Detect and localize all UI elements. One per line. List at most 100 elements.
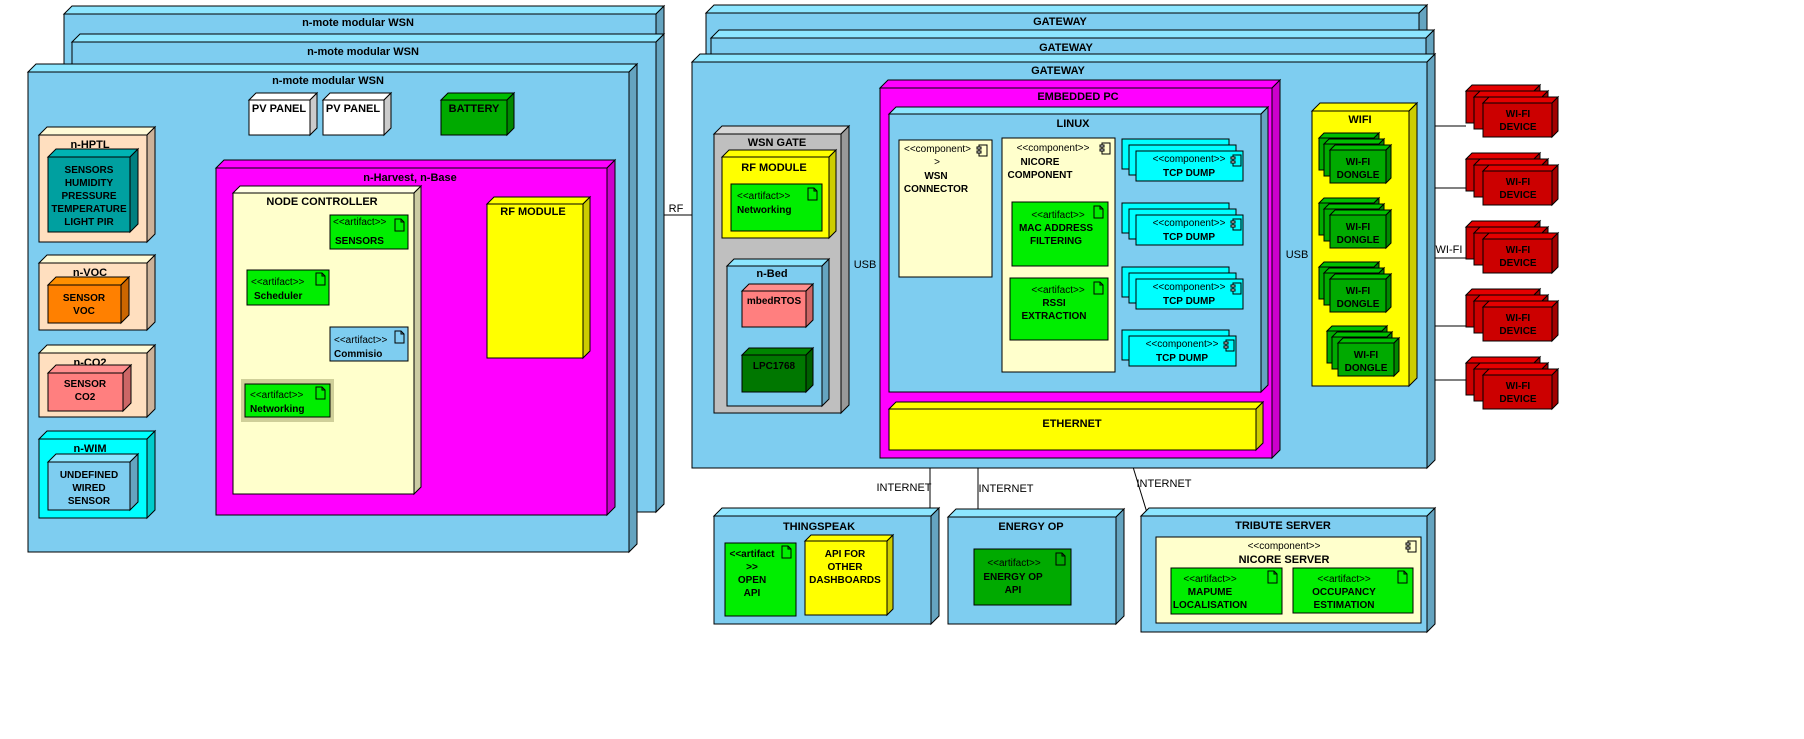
mbedrtos-box: [740, 282, 815, 329]
component-tag: <<component>>: [1153, 218, 1226, 229]
artifact-tag: <<artifact>>: [333, 217, 387, 228]
artifact-tag: <<artifact>>: [334, 335, 388, 346]
artifact-icon: [1093, 281, 1104, 295]
hptl-sensors-line: HUMIDITY: [65, 178, 114, 189]
wsn-title: n-mote modular WSN: [272, 75, 384, 87]
api-dashboards-label-line: DASHBOARDS: [809, 575, 881, 586]
wifi-dongle-label-line: WI-FI: [1346, 286, 1371, 297]
tcp-dump-label: TCP DUMP: [1163, 296, 1215, 307]
mac-filtering-name-line: MAC ADDRESS: [1019, 223, 1093, 234]
n-hptl-title: n-HPTL: [70, 139, 109, 151]
artifact-tag: <<artifact>>: [1317, 574, 1371, 585]
artifact-icon: [1397, 570, 1408, 584]
artifact-gate-networking: [730, 183, 823, 232]
artifact-tag: <<artifact>>: [251, 277, 305, 288]
wifi-device: [1481, 95, 1560, 139]
api-dashboards-label-line: API FOR: [825, 549, 866, 560]
wifi-device-label-line: WI-FI: [1506, 245, 1531, 256]
artifact-icon: [1093, 205, 1104, 219]
artifact-networking-label: Networking: [250, 404, 304, 415]
component-icon: [1230, 154, 1242, 167]
energy-op-label-line: ENERGY OP: [983, 572, 1043, 583]
wsn-back-title: n-mote modular WSN: [302, 17, 414, 29]
tcp-dump-component: [1135, 214, 1244, 246]
component-icon: [1223, 339, 1235, 352]
wifi-dongle-label-line: WI-FI: [1346, 222, 1371, 233]
hptl-sensors-line: TEMPERATURE: [51, 204, 127, 215]
pv-panel-2: [321, 91, 393, 137]
gateway-back-title: GATEWAY: [1039, 42, 1093, 54]
lpc1768-label: LPC1768: [753, 361, 796, 372]
wifi-device: [1481, 367, 1560, 411]
wifi-link-label: WI-FI: [1436, 244, 1463, 256]
component-tag: <<component>>: [1153, 154, 1226, 165]
wifi-device: [1481, 231, 1560, 275]
artifact-scheduler-label: Scheduler: [254, 291, 302, 302]
artifact-occupancy: [1292, 567, 1414, 614]
harvest-title: n-Harvest, n-Base: [363, 172, 457, 184]
pv-panel-label: PV PANEL: [326, 103, 380, 115]
artifact-icon: [781, 545, 792, 559]
wsn-gate-title: WSN GATE: [748, 137, 806, 149]
open-api-label-line: >>: [746, 562, 758, 573]
wifi-device-label-line: DEVICE: [1499, 258, 1537, 269]
n-bed-title: n-Bed: [756, 268, 787, 280]
wifi-device-label-line: DEVICE: [1499, 122, 1537, 133]
pv-panel-1: [247, 91, 319, 137]
wifi-device-label-line: DEVICE: [1499, 326, 1537, 337]
wifi-device-label-line: WI-FI: [1506, 109, 1531, 120]
battery-label: BATTERY: [449, 103, 500, 115]
gateway-title: GATEWAY: [1031, 65, 1085, 77]
artifact-commisio-label: Commisio: [334, 349, 382, 360]
component-icon: [1405, 540, 1417, 553]
hptl-sensors-line: LIGHT PIR: [64, 217, 114, 228]
voc-sensor-line: SENSOR: [63, 293, 106, 304]
artifact-rssi: [1009, 277, 1109, 341]
nicore-name-line: COMPONENT: [1008, 170, 1073, 181]
wifi-dongle-label-line: DONGLE: [1337, 170, 1380, 181]
linux-title: LINUX: [1057, 118, 1091, 130]
occupancy-label-line: ESTIMATION: [1314, 600, 1375, 611]
wim-sensor-line: SENSOR: [68, 496, 111, 507]
wim-sensor-line: UNDEFINED: [60, 470, 118, 481]
co2-sensor-line: CO2: [75, 392, 96, 403]
wifi-dongle-label-line: DONGLE: [1337, 299, 1380, 310]
tcp-dump-component: [1135, 150, 1244, 182]
tribute-title: TRIBUTE SERVER: [1235, 520, 1331, 532]
usb-link-label: USB: [1286, 249, 1309, 261]
usb-link-label: USB: [854, 259, 877, 271]
battery-node: [439, 91, 516, 137]
node-controller-title: NODE CONTROLLER: [266, 196, 377, 208]
n-voc-title: n-VOC: [73, 267, 107, 279]
voc-sensor-line: VOC: [73, 306, 95, 317]
artifact-open-api: [724, 542, 797, 617]
wsn-connector-name-line: WSN: [924, 171, 947, 182]
artifact-mapume: [1170, 567, 1283, 615]
artifact-tag: <<artifact>>: [987, 558, 1041, 569]
ethernet-node: [887, 400, 1265, 452]
wim-sensor-box: [46, 452, 140, 512]
voc-sensor-box: [46, 275, 131, 325]
artifact-mac-filtering: [1011, 201, 1109, 267]
pv-panel-label: PV PANEL: [252, 103, 306, 115]
component-icon: [1099, 142, 1111, 155]
internet-link-label: INTERNET: [1137, 478, 1192, 490]
gate-networking-label: Networking: [737, 205, 791, 216]
component-tag: <<component>>: [1017, 143, 1090, 154]
internet-link-label: INTERNET: [979, 483, 1034, 495]
artifact-sensors-label: SENSORS: [335, 236, 384, 247]
n-wim-title: n-WIM: [74, 443, 107, 455]
occupancy-label-line: OCCUPANCY: [1312, 587, 1376, 598]
component-tag: <<component>>: [1248, 541, 1321, 552]
mapume-label-line: MAPUME: [1188, 587, 1233, 598]
artifact-tag: <<artifact>>: [1031, 285, 1085, 296]
wsn-gate-rf-label: RF MODULE: [741, 162, 806, 174]
wifi-dongle-label-line: WI-FI: [1346, 157, 1371, 168]
component-icon: [976, 144, 988, 157]
wifi-device-label-line: WI-FI: [1506, 381, 1531, 392]
open-api-label-line: <<artifact: [729, 549, 775, 560]
tcp-dump-component: [1135, 278, 1244, 310]
artifact-tag: <<artifact>>: [1183, 574, 1237, 585]
artifact-scheduler: [246, 269, 330, 306]
